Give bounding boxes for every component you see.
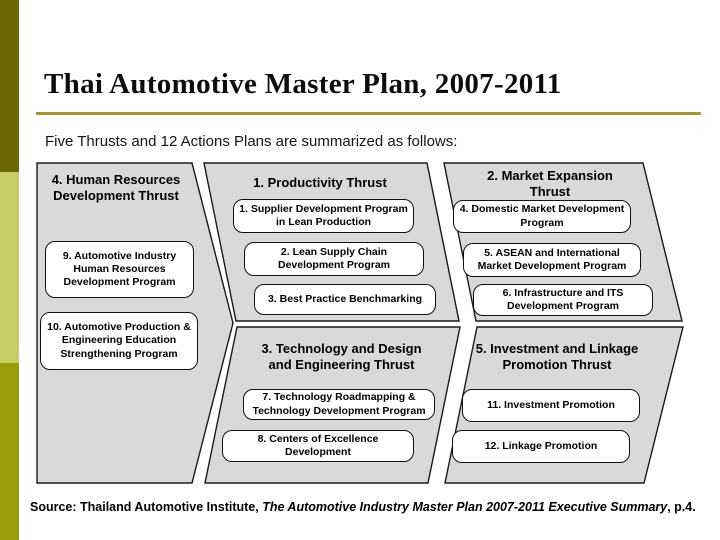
slide-title: Thai Automotive Master Plan, 2007-2011	[44, 68, 562, 100]
source-citation: Source: Thailand Automotive Institute, T…	[30, 500, 718, 516]
program-box-4: 4. Domestic Market Development Program	[453, 200, 631, 233]
program-box-8: 8. Centers of Excellence Development	[222, 430, 414, 462]
program-box-12: 12. Linkage Promotion	[452, 430, 630, 463]
sidebar-segment-bottom	[0, 363, 19, 540]
program-box-1: 1. Supplier Development Program in Lean …	[233, 199, 414, 233]
thrust-heading-technology: 3. Technology and Design and Engineering…	[261, 341, 422, 372]
program-box-9: 9. Automotive Industry Human Resources D…	[45, 241, 194, 298]
thrust-heading-market-expansion: 2. Market Expansion Thrust	[487, 168, 613, 199]
sidebar-segment-top	[0, 0, 19, 172]
sidebar-color-bar	[0, 0, 19, 540]
program-box-6: 6. Infrastructure and ITS Development Pr…	[473, 284, 653, 316]
program-box-11: 11. Investment Promotion	[462, 389, 640, 422]
title-underline	[36, 112, 701, 115]
sidebar-segment-middle	[0, 172, 19, 363]
program-box-3: 3. Best Practice Benchmarking	[254, 284, 436, 315]
thrust-heading-human-resources: 4. Human Resources Development Thrust	[51, 172, 181, 203]
source-title-italic: The Automotive Industry Master Plan 2007…	[262, 500, 668, 514]
program-box-7: 7. Technology Roadmapping & Technology D…	[243, 389, 435, 420]
slide-subtitle: Five Thrusts and 12 Actions Plans are su…	[45, 133, 458, 150]
program-box-5: 5. ASEAN and International Market Develo…	[463, 243, 641, 277]
source-prefix: Source: Thailand Automotive Institute,	[30, 500, 263, 514]
thrust-heading-investment-linkage: 5. Investment and Linkage Promotion Thru…	[475, 341, 639, 372]
thrust-heading-productivity: 1. Productivity Thrust	[253, 175, 387, 190]
program-box-2: 2. Lean Supply Chain Development Program	[244, 242, 424, 276]
source-suffix: , p.4.	[667, 500, 696, 514]
program-box-10: 10. Automotive Production & Engineering …	[40, 312, 198, 370]
